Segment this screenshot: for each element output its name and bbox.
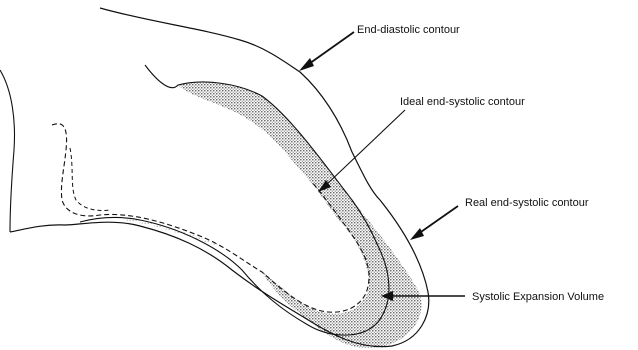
systolic-expansion-label: Systolic Expansion Volume — [472, 291, 604, 303]
real-end-systolic-arrow — [418, 206, 458, 234]
end-diastolic-arrow — [306, 32, 354, 66]
end-diastolic-contour — [10, 8, 429, 347]
ideal-inner-dashed-line — [70, 148, 110, 211]
ideal-end-systolic-arrow — [325, 110, 405, 186]
real-end-systolic-label: Real end-systolic contour — [465, 197, 589, 209]
end-diastolic-label: End-diastolic contour — [357, 24, 460, 36]
real-end-systolic-arrowhead — [410, 228, 424, 240]
left-wall-contour — [0, 70, 14, 232]
basal-shaded-region — [118, 217, 230, 250]
systolic-expansion-band — [178, 82, 421, 348]
ideal-end-systolic-label: Ideal end-systolic contour — [400, 96, 525, 108]
end-diastolic-arrowhead — [299, 58, 314, 71]
